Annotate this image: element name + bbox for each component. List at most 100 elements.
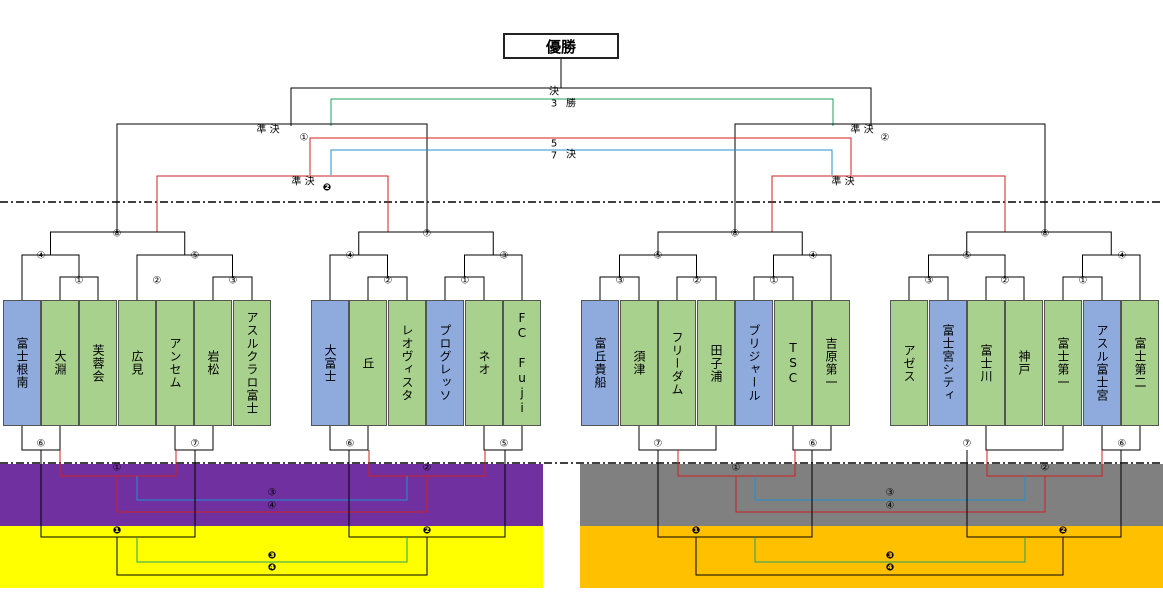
bracket-label: ② bbox=[1000, 275, 1010, 287]
team-box: プログレッソ bbox=[426, 300, 464, 426]
team-name: アスル富士宮 bbox=[1095, 324, 1109, 402]
bracket-label: 準 決 bbox=[256, 124, 280, 136]
bracket-line bbox=[695, 537, 1064, 576]
bracket-label: ⑦ bbox=[962, 438, 972, 450]
bracket-line bbox=[735, 476, 1046, 513]
team-name: 大富士 bbox=[323, 343, 337, 383]
bracket-line bbox=[174, 426, 214, 451]
bracket-line bbox=[50, 231, 186, 255]
bracket-label: ⑦ bbox=[190, 438, 200, 450]
team-box: 須津 bbox=[620, 300, 658, 426]
bracket-line bbox=[116, 476, 428, 513]
bracket-label: ⑥ bbox=[808, 438, 818, 450]
bracket-line bbox=[966, 231, 1112, 255]
bracket-label: ④ bbox=[808, 250, 818, 262]
team-name: 富士第一 bbox=[1056, 337, 1070, 389]
team-name: 富士川 bbox=[979, 343, 993, 383]
bracket-line bbox=[985, 426, 1064, 451]
bracket-label: ② bbox=[152, 275, 162, 287]
team-name: 富士根南 bbox=[15, 337, 29, 389]
team-name: アゼス bbox=[902, 343, 916, 383]
team-box: 芙蓉会 bbox=[79, 300, 117, 426]
bracket-label: 勝 bbox=[566, 98, 576, 110]
team-box: アスルクラロ富士 bbox=[233, 300, 271, 426]
band-top-right bbox=[580, 464, 1163, 526]
bracket-label: ③ bbox=[924, 275, 934, 287]
team-box: 富士宮シティ bbox=[929, 300, 967, 426]
team-name: ネオ bbox=[477, 350, 491, 376]
bracket-label: 準 決 bbox=[831, 176, 855, 188]
bracket-label: ① bbox=[769, 275, 779, 287]
bracket-label: ❸ bbox=[267, 550, 277, 562]
team-box: 吉原第一 bbox=[812, 300, 850, 426]
bracket-line bbox=[638, 426, 717, 451]
bracket-label: ③ bbox=[267, 487, 277, 499]
bracket-label: ⑦ bbox=[653, 438, 663, 450]
bracket-line bbox=[136, 537, 408, 563]
bracket-line bbox=[483, 426, 523, 451]
bracket-label: ❷ bbox=[422, 525, 432, 537]
bracket-line bbox=[330, 149, 833, 175]
team-box: ブリジャール bbox=[735, 300, 773, 426]
team-box: 大淵 bbox=[41, 300, 79, 426]
team-box: アスル富士宮 bbox=[1083, 300, 1121, 426]
bracket-label: 準 決 bbox=[291, 176, 315, 188]
bracket-label: ⑥ bbox=[36, 438, 46, 450]
bracket-line bbox=[657, 450, 813, 538]
bracket-label: ② bbox=[383, 275, 393, 287]
bracket-label: ⑤ bbox=[499, 438, 509, 450]
team-name: フリーダム bbox=[670, 330, 684, 396]
team-box: 富丘貴船 bbox=[581, 300, 619, 426]
bracket-label: ⑥ bbox=[1117, 438, 1127, 450]
bracket-label: ⑥ bbox=[345, 438, 355, 450]
team-box: ネオ bbox=[465, 300, 503, 426]
team-box: 富士川 bbox=[967, 300, 1005, 426]
team-box: FC Fuji bbox=[503, 300, 541, 426]
team-box: 広見 bbox=[118, 300, 156, 426]
bracket-label: ② bbox=[692, 275, 702, 287]
team-name: 須津 bbox=[632, 350, 646, 376]
bracket-label: ① bbox=[299, 132, 309, 144]
bracket-label: ① bbox=[74, 275, 84, 287]
team-name: 大淵 bbox=[53, 350, 67, 376]
bracket-label: 決 bbox=[566, 149, 576, 161]
bracket-line bbox=[116, 123, 428, 232]
team-name: 芙蓉会 bbox=[91, 343, 105, 383]
bracket-label: ❹ bbox=[885, 562, 895, 574]
team-name: 岩松 bbox=[206, 350, 220, 376]
bracket-label: ④ bbox=[267, 500, 277, 512]
bracket-label: 3 bbox=[550, 98, 558, 110]
team-box: フリーダム bbox=[658, 300, 696, 426]
team-box: レオヴィスタ bbox=[388, 300, 426, 426]
bracket-label: 5 bbox=[550, 138, 558, 150]
team-box: 岩松 bbox=[194, 300, 232, 426]
bracket-label: ④ bbox=[885, 500, 895, 512]
bracket-label: ⑤ bbox=[962, 250, 972, 262]
bracket-label: ❷ bbox=[1058, 525, 1068, 537]
team-box: TSC bbox=[774, 300, 812, 426]
team-name: 田子浦 bbox=[709, 343, 723, 383]
band-bottom-left bbox=[0, 526, 543, 588]
bracket-line bbox=[290, 87, 872, 126]
team-box: 大富士 bbox=[311, 300, 349, 426]
bracket-label: ⑧ bbox=[730, 228, 740, 240]
bracket-line bbox=[358, 231, 494, 255]
bracket-label: ③ bbox=[499, 250, 509, 262]
band-bottom-right bbox=[580, 526, 1163, 588]
bracket-label: ④ bbox=[36, 250, 46, 262]
bracket-line bbox=[40, 450, 196, 538]
team-name: ブリジャール bbox=[747, 324, 761, 402]
bracket-label: ❹ bbox=[267, 562, 277, 574]
band-top-left bbox=[0, 464, 543, 526]
team-box: 富士第一 bbox=[1044, 300, 1082, 426]
bracket-label: ⑤ bbox=[190, 250, 200, 262]
team-box: 富士第二 bbox=[1121, 300, 1159, 426]
bracket-line bbox=[156, 175, 389, 232]
bracket-label: ① bbox=[112, 462, 122, 474]
team-name: アスルクラロ富士 bbox=[245, 311, 259, 415]
bracket-line bbox=[309, 137, 852, 175]
bracket-label: ❷ bbox=[322, 182, 332, 194]
bracket-label: 決 bbox=[549, 86, 559, 98]
bracket-label: 7 bbox=[550, 150, 558, 162]
